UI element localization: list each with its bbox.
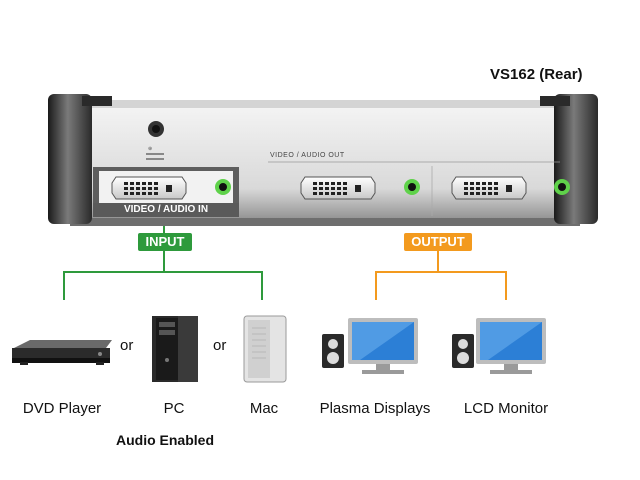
audio-output-jack-1-icon <box>404 179 420 195</box>
output-panel-label: VIDEO / AUDIO OUT <box>270 152 345 159</box>
dvd-player-icon <box>12 340 112 365</box>
svg-text:⊕: ⊕ <box>148 146 152 152</box>
input-panel-label: VIDEO / AUDIO IN <box>123 204 209 215</box>
device-label-plasma: Plasma Displays <box>319 400 431 417</box>
dvi-output-port-2-icon <box>451 176 527 200</box>
dvi-output-port-1-icon <box>300 176 376 200</box>
input-badge: INPUT <box>138 233 192 251</box>
audio-input-jack-icon <box>215 179 231 195</box>
audio-enabled-note: Audio Enabled <box>116 432 214 448</box>
power-jack-icon: ⊕ <box>146 121 164 160</box>
device-label-pc: PC <box>163 400 185 417</box>
lcd-monitor-icon <box>452 318 546 374</box>
left-foot <box>48 94 112 224</box>
output-connector-lines <box>375 250 507 300</box>
or-label-2: or <box>213 337 227 354</box>
page-title: VS162 (Rear) <box>490 66 583 83</box>
device-label-lcd: LCD Monitor <box>463 400 549 417</box>
device-label-dvd: DVD Player <box>22 400 102 417</box>
audio-output-jack-2-icon <box>554 179 570 195</box>
output-badge: OUTPUT <box>404 233 472 251</box>
pc-tower-icon <box>152 316 198 382</box>
or-label-1: or <box>120 337 134 354</box>
device-label-mac: Mac <box>249 400 279 417</box>
dvi-input-port-icon <box>111 176 187 200</box>
mac-tower-icon <box>243 315 287 383</box>
plasma-display-icon <box>322 318 418 374</box>
